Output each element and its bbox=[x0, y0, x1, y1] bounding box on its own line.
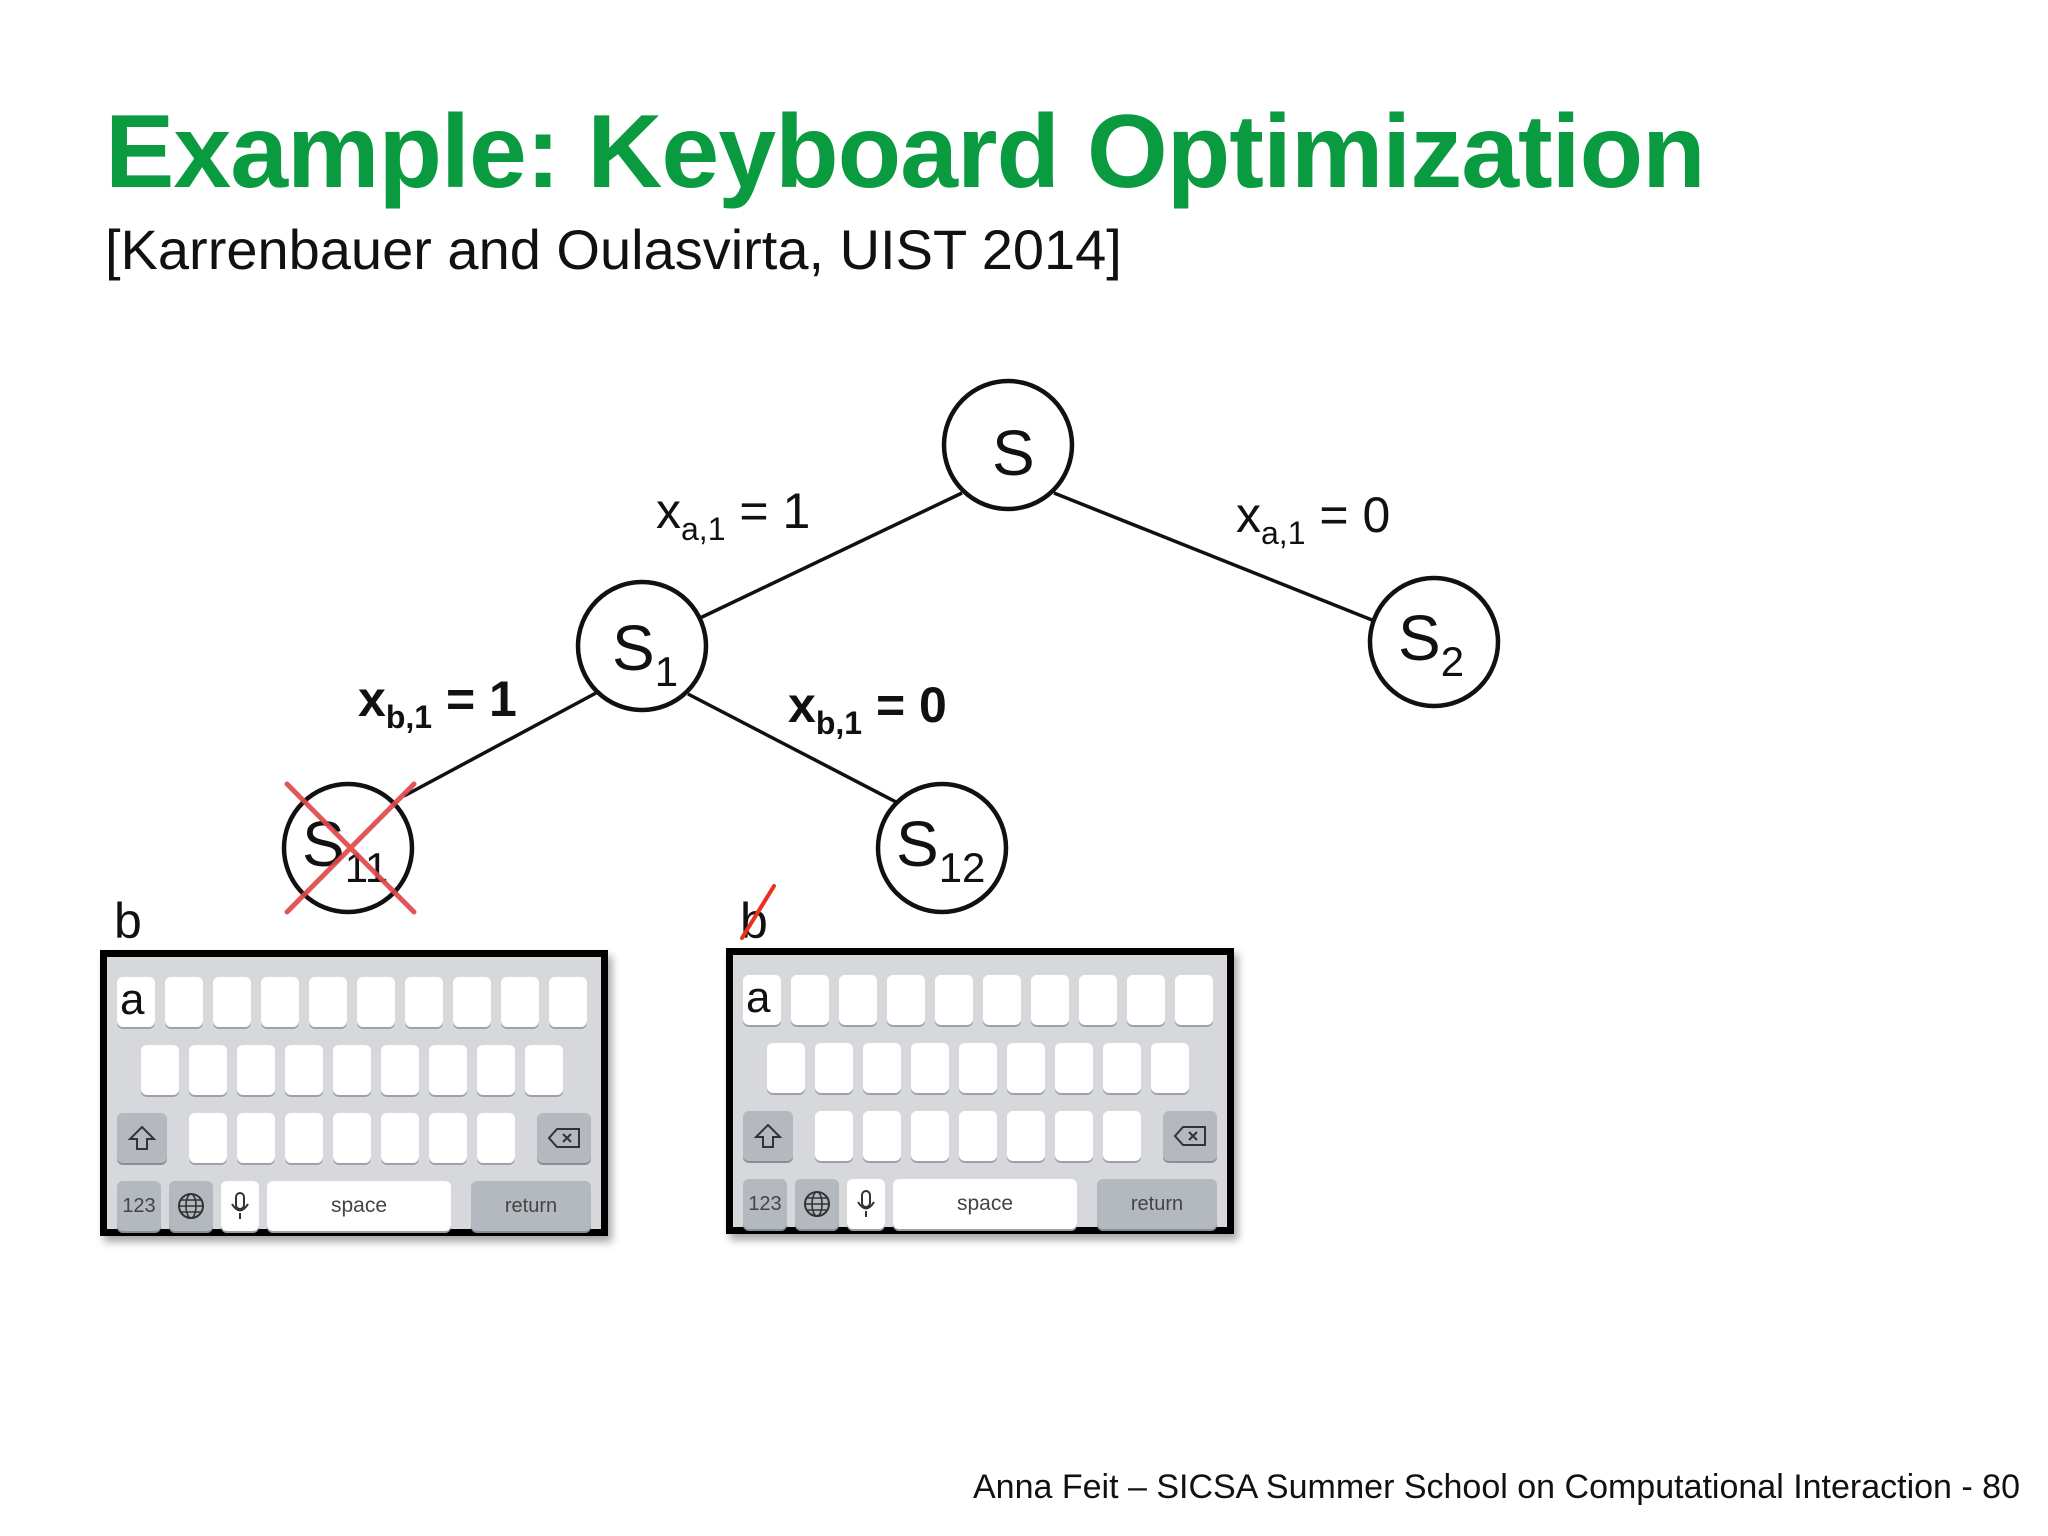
shift-icon bbox=[127, 1125, 157, 1150]
key-blank[interactable] bbox=[1055, 1043, 1093, 1093]
key-blank[interactable] bbox=[141, 1045, 179, 1095]
key-blank[interactable] bbox=[983, 975, 1021, 1025]
globe-key[interactable] bbox=[169, 1181, 213, 1231]
backspace-icon bbox=[547, 1128, 580, 1148]
key-blank[interactable] bbox=[285, 1113, 323, 1163]
key-blank[interactable] bbox=[213, 977, 251, 1027]
keyboard-right: a 123 bbox=[726, 948, 1234, 1234]
node-s12: S12 bbox=[875, 781, 1009, 915]
numbers-key[interactable]: 123 bbox=[117, 1181, 161, 1231]
cross-mark-icon bbox=[284, 781, 417, 915]
globe-icon bbox=[178, 1193, 204, 1219]
shift-key[interactable] bbox=[117, 1113, 167, 1163]
key-blank[interactable] bbox=[189, 1045, 227, 1095]
node-s2: S2 bbox=[1367, 575, 1501, 709]
key-blank[interactable] bbox=[1055, 1111, 1093, 1161]
return-key[interactable]: return bbox=[471, 1181, 591, 1231]
key-blank[interactable] bbox=[477, 1113, 515, 1163]
key-blank[interactable] bbox=[261, 977, 299, 1027]
numbers-key[interactable]: 123 bbox=[743, 1179, 787, 1229]
microphone-key[interactable] bbox=[847, 1179, 885, 1229]
microphone-key[interactable] bbox=[221, 1181, 259, 1231]
key-blank[interactable] bbox=[863, 1111, 901, 1161]
key-blank[interactable] bbox=[863, 1043, 901, 1093]
slide-footer: Anna Feit – SICSA Summer School on Compu… bbox=[973, 1468, 2020, 1506]
key-blank[interactable] bbox=[1007, 1111, 1045, 1161]
space-key[interactable]: space bbox=[893, 1179, 1077, 1229]
svg-text:S2: S2 bbox=[1398, 602, 1464, 685]
svg-text:S12: S12 bbox=[896, 808, 985, 891]
edge-root-s1 bbox=[699, 491, 963, 620]
key-blank[interactable] bbox=[357, 977, 395, 1027]
key-blank[interactable] bbox=[453, 977, 491, 1027]
key-blank[interactable] bbox=[381, 1113, 419, 1163]
key-blank[interactable] bbox=[1151, 1043, 1189, 1093]
backspace-key[interactable] bbox=[537, 1113, 591, 1163]
key-blank[interactable] bbox=[1127, 975, 1165, 1025]
svg-text:S: S bbox=[992, 417, 1035, 489]
node-s1: S1 bbox=[575, 579, 709, 713]
key-blank[interactable] bbox=[911, 1043, 949, 1093]
key-blank[interactable] bbox=[815, 1111, 853, 1161]
edge-label-s1-s12: xb,1 = 0 bbox=[788, 677, 947, 741]
key-blank[interactable] bbox=[477, 1045, 515, 1095]
key-blank[interactable] bbox=[501, 977, 539, 1027]
key-a[interactable]: a bbox=[743, 975, 781, 1025]
shift-icon bbox=[753, 1123, 783, 1148]
key-blank[interactable] bbox=[429, 1113, 467, 1163]
key-blank[interactable] bbox=[525, 1045, 563, 1095]
shift-key[interactable] bbox=[743, 1111, 793, 1161]
edge-label-s1-s11: xb,1 = 1 bbox=[358, 671, 517, 735]
key-blank[interactable] bbox=[959, 1111, 997, 1161]
globe-icon bbox=[804, 1191, 830, 1217]
key-blank[interactable] bbox=[237, 1045, 275, 1095]
edge-root-s2 bbox=[1053, 491, 1373, 622]
key-blank[interactable] bbox=[935, 975, 973, 1025]
key-blank[interactable] bbox=[1175, 975, 1213, 1025]
key-blank[interactable] bbox=[165, 977, 203, 1027]
globe-key[interactable] bbox=[795, 1179, 839, 1229]
key-blank[interactable] bbox=[1079, 975, 1117, 1025]
space-key[interactable]: space bbox=[267, 1181, 451, 1231]
return-key[interactable]: return bbox=[1097, 1179, 1217, 1229]
key-blank[interactable] bbox=[1103, 1111, 1141, 1161]
key-blank[interactable] bbox=[549, 977, 587, 1027]
strike-mark-icon bbox=[740, 884, 776, 940]
key-blank[interactable] bbox=[1007, 1043, 1045, 1093]
backspace-icon bbox=[1173, 1126, 1206, 1146]
key-blank[interactable] bbox=[237, 1113, 275, 1163]
key-blank[interactable] bbox=[285, 1045, 323, 1095]
key-blank[interactable] bbox=[309, 977, 347, 1027]
svg-text:S1: S1 bbox=[612, 612, 678, 695]
slide-title: Example: Keyboard Optimization bbox=[105, 94, 1706, 210]
keyboard-left: a 123 bbox=[100, 950, 608, 1236]
key-blank[interactable] bbox=[405, 977, 443, 1027]
microphone-icon bbox=[857, 1190, 875, 1217]
key-blank[interactable] bbox=[429, 1045, 467, 1095]
key-blank[interactable] bbox=[189, 1113, 227, 1163]
key-blank[interactable] bbox=[767, 1043, 805, 1093]
backspace-key[interactable] bbox=[1163, 1111, 1217, 1161]
key-blank[interactable] bbox=[333, 1113, 371, 1163]
slide-subtitle: [Karrenbauer and Oulasvirta, UIST 2014] bbox=[105, 218, 1122, 281]
node-root: S bbox=[941, 378, 1075, 512]
key-blank[interactable] bbox=[791, 975, 829, 1025]
key-a[interactable]: a bbox=[117, 977, 155, 1027]
key-blank[interactable] bbox=[887, 975, 925, 1025]
key-blank[interactable] bbox=[1031, 975, 1069, 1025]
key-blank[interactable] bbox=[1103, 1043, 1141, 1093]
microphone-icon bbox=[231, 1192, 249, 1219]
edge-s1-s11 bbox=[403, 691, 597, 798]
key-blank[interactable] bbox=[381, 1045, 419, 1095]
key-blank[interactable] bbox=[815, 1043, 853, 1093]
key-blank[interactable] bbox=[839, 975, 877, 1025]
key-blank[interactable] bbox=[911, 1111, 949, 1161]
edge-label-root-s2: xa,1 = 0 bbox=[1236, 487, 1390, 551]
key-blank[interactable] bbox=[959, 1043, 997, 1093]
key-blank[interactable] bbox=[333, 1045, 371, 1095]
letter-label-left: b bbox=[114, 893, 142, 949]
edge-s1-s12 bbox=[687, 692, 899, 805]
edge-label-root-s1: xa,1 = 1 bbox=[656, 483, 810, 547]
